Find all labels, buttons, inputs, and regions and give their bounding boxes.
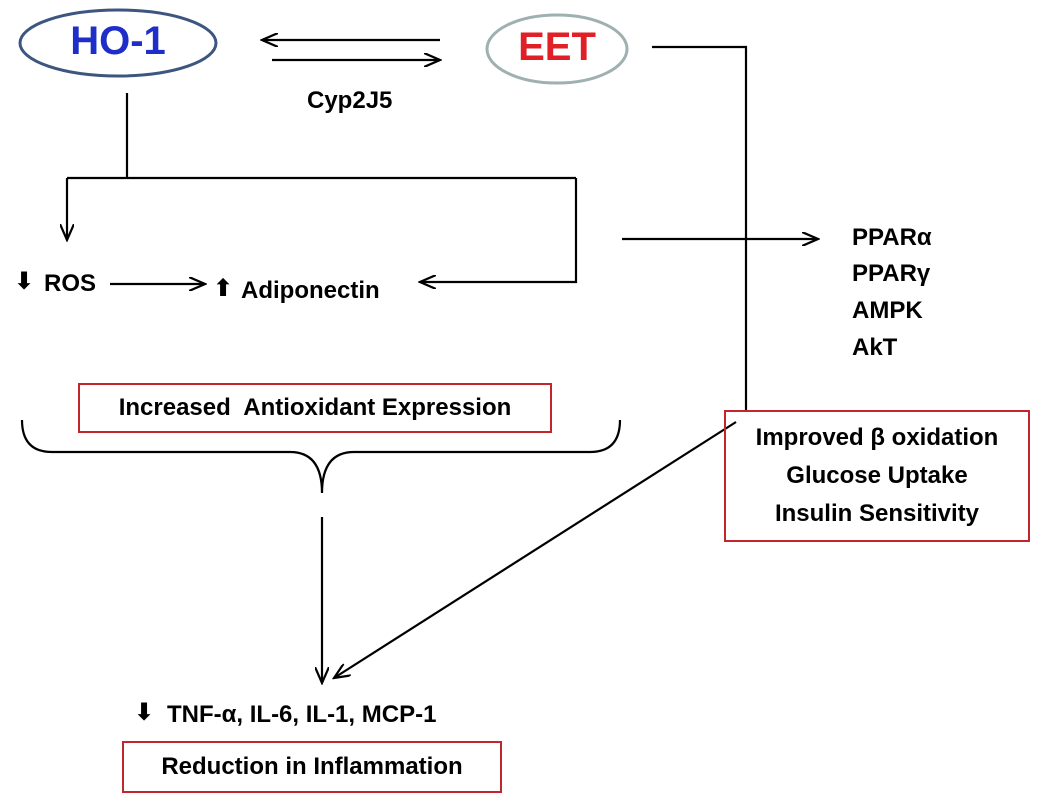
metabolic-line-3: Insulin Sensitivity <box>774 500 980 527</box>
down-arrow-icon: ⬇ <box>134 698 155 726</box>
cyp-label: Cyp2J5 <box>307 87 393 114</box>
antioxidant-text: Increased Antioxidant Expression <box>118 394 512 421</box>
inflammation-text: Reduction in Inflammation <box>161 753 463 780</box>
eet-connector <box>652 45 748 410</box>
arrow-to-adiponectin <box>420 178 578 282</box>
pparg-label: PPARγ <box>852 260 931 287</box>
eet-node: EET <box>518 25 596 69</box>
eet-ellipse <box>485 13 629 85</box>
ppara-label: PPARα <box>852 224 932 251</box>
curly-bracket <box>20 419 622 494</box>
cytokines-label: TNF-α, IL-6, IL-1, MCP-1 <box>167 701 437 728</box>
antioxidant-box: Increased Antioxidant Expression <box>78 383 552 433</box>
ho1-node: HO-1 <box>70 19 166 63</box>
metabolic-box: Improved β oxidation Glucose Uptake Insu… <box>724 410 1030 542</box>
ampk-label: AMPK <box>852 297 923 324</box>
ros-label: ROS <box>44 270 97 297</box>
down-arrow-icon: ⬇ <box>14 267 35 295</box>
arrow-metabolic-to-cytokines <box>334 421 737 678</box>
inflammation-box: Reduction in Inflammation <box>122 741 502 793</box>
ho1-ellipse <box>18 8 218 78</box>
adiponectin-label: Adiponectin <box>241 277 380 304</box>
metabolic-line-2: Glucose Uptake <box>786 462 968 489</box>
metabolic-line-1: Improved β oxidation <box>755 424 999 451</box>
up-arrow-icon: ⬆ <box>213 274 234 302</box>
akt-label: AkT <box>852 334 898 361</box>
